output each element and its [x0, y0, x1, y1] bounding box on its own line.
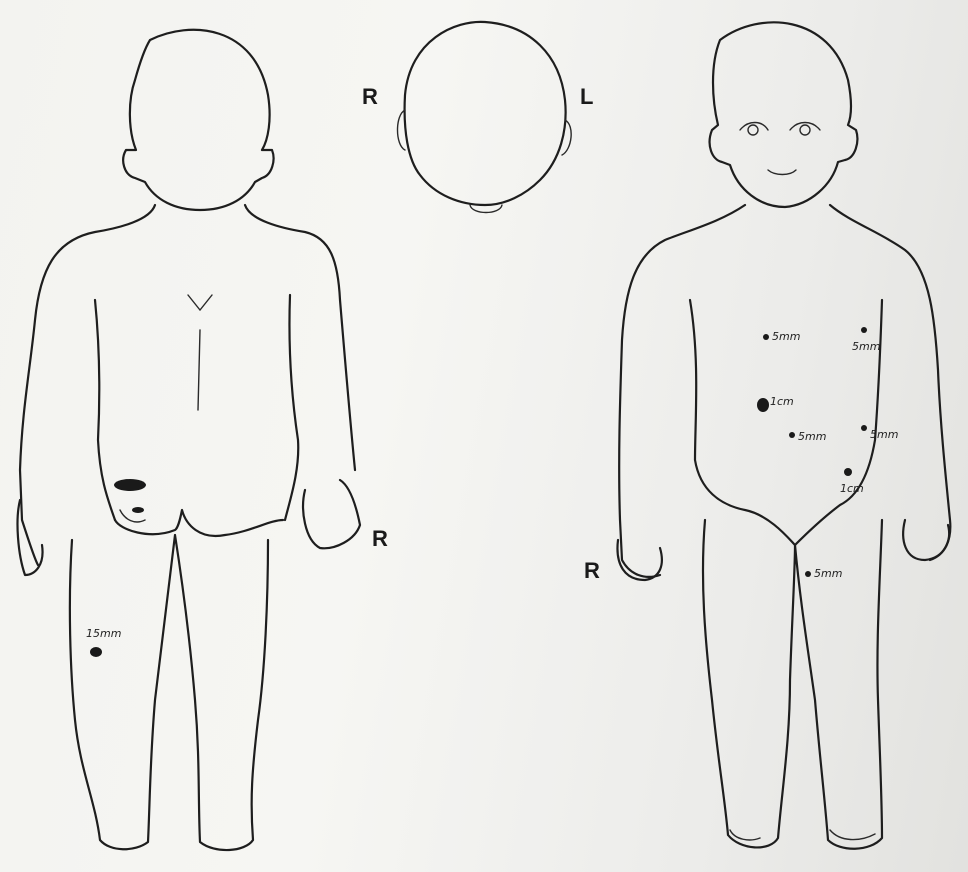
front-annotation-2: 5mm: [852, 340, 880, 353]
back-leg-lesion: [90, 647, 102, 657]
front-lesion-thigh: [805, 571, 811, 577]
back-right-label: R: [372, 526, 388, 551]
head-top-view: R L: [362, 22, 593, 213]
front-right-hand: [617, 540, 661, 580]
back-lesion-large: [114, 479, 146, 491]
head-right-label: R: [362, 84, 378, 109]
front-view-figure: R R 5mm 5mm 1cm 5mm 5mm 1cm 5mm: [372, 22, 950, 848]
front-toes: [730, 830, 875, 840]
front-annotation-7: 5mm: [814, 567, 842, 580]
back-annotation-1: 15mm: [86, 627, 121, 640]
head-top-outline: [405, 22, 566, 205]
front-annotation-4: 5mm: [798, 430, 826, 443]
front-lesion-chest: [763, 334, 769, 340]
front-right-label: R: [584, 558, 600, 583]
back-view-figure: 15mm: [18, 30, 360, 850]
front-lesion-mid-1: [789, 432, 795, 438]
back-head: [123, 30, 273, 210]
back-buttocks: [115, 510, 283, 536]
front-torso-outline: [619, 205, 950, 577]
head-nose: [470, 205, 502, 213]
front-annotation-1: 5mm: [772, 330, 800, 343]
front-lesion-flank-lower: [861, 425, 867, 431]
front-annotation-3: 1cm: [770, 395, 794, 408]
back-legs: [70, 535, 268, 850]
front-annotation-6: 1cm: [840, 482, 864, 495]
front-annotation-5: 5mm: [870, 428, 898, 441]
front-left-hand: [903, 520, 949, 560]
front-lesion-hip: [844, 468, 852, 476]
front-legs: [703, 520, 882, 849]
back-lesion-small: [132, 507, 144, 513]
front-head: [710, 22, 858, 207]
front-mouth: [768, 170, 796, 175]
front-lesion-abdomen: [757, 398, 769, 412]
head-left-label: L: [580, 84, 593, 109]
front-lesion-flank-upper: [861, 327, 867, 333]
back-torso-outline: [20, 205, 355, 565]
back-right-hand: [303, 480, 360, 548]
